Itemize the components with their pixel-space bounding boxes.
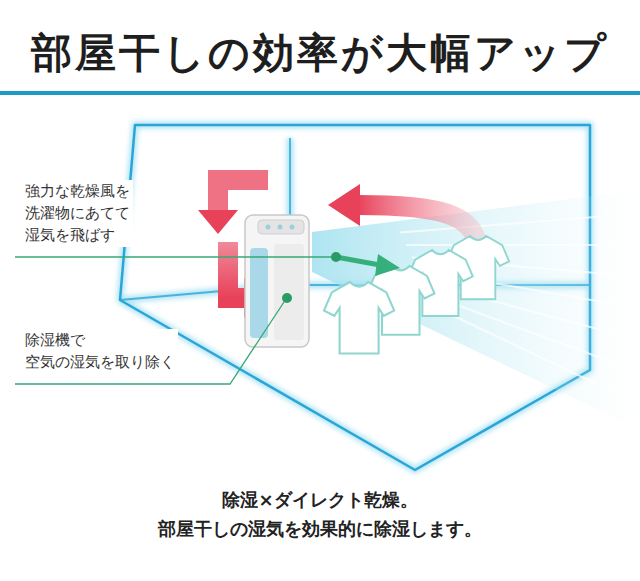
arrow-head [198, 210, 238, 234]
dehumidifier-body [245, 215, 309, 347]
caption-box: 除湿×ダイレクト乾燥。 部屋干しの湿気を効果的に除湿します。 [0, 486, 640, 544]
leader-dot [331, 252, 341, 262]
dehumidifier [245, 215, 309, 347]
air-streaks [400, 215, 620, 395]
side-panel [274, 244, 304, 340]
shirts [324, 236, 509, 354]
page-title: 部屋干しの効率が大幅アップ [0, 26, 640, 81]
direct-arrow [336, 257, 380, 265]
callout-label: 除湿機で 空気の湿気を取り除く [22, 329, 178, 375]
leader-lines [15, 257, 334, 384]
shirt [324, 282, 394, 354]
leader-line [15, 299, 286, 384]
airflow-arrow [228, 242, 245, 298]
title-rule [0, 91, 640, 95]
airflow-arrow [218, 180, 268, 212]
caption: 除湿×ダイレクト乾燥。 部屋干しの湿気を効果的に除湿します。 [158, 486, 482, 544]
arrow-head [375, 254, 400, 276]
air-beam [312, 190, 640, 430]
callout-label: 強力な乾燥風を 洗濯物にあてて 湿気を飛ばす [22, 180, 133, 247]
water-tank [250, 248, 268, 338]
top-panel [258, 220, 304, 234]
leader-line [15, 256, 334, 257]
button [266, 225, 271, 230]
arrow-head [328, 184, 360, 226]
button [290, 225, 295, 230]
air-streak [436, 308, 620, 396]
button [278, 225, 283, 230]
air-streak [406, 244, 620, 246]
leader-dot [282, 293, 292, 303]
